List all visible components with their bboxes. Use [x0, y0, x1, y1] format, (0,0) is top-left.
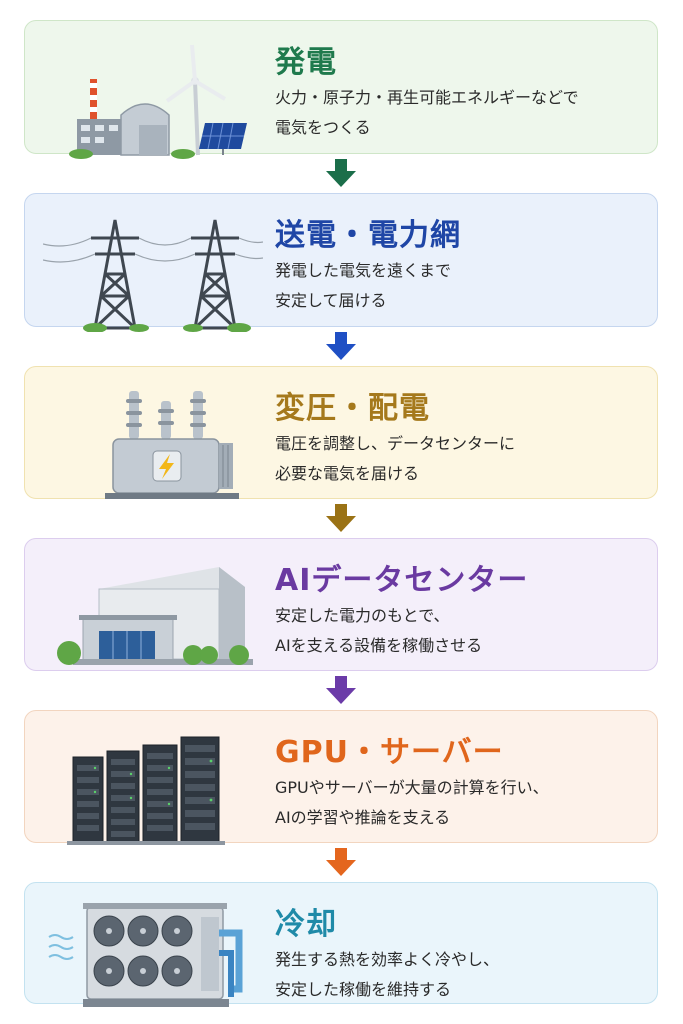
step-description-line-2: 必要な電気を届ける [275, 464, 420, 483]
step-description-line-2: AIの学習や推論を支える [275, 808, 451, 827]
step-title: 送電・電力網 [275, 218, 461, 253]
step-card-generation: 発電 火力・原子力・再生可能エネルギーなどで 電気をつくる [24, 20, 658, 159]
step-title: 冷却 [275, 907, 337, 942]
step-card-cooling: 冷却 発生する熱を効率よく冷やし、 安定した稼働を維持する [24, 882, 658, 1007]
step-title: 発電 [275, 45, 337, 80]
step-description-line-2: 安定した稼働を維持する [275, 980, 452, 999]
step-card-transmission: 送電・電力網 発電した電気を遠くまで 安定して届ける [24, 193, 658, 332]
step-description-line-1: 発電した電気を遠くまで [275, 261, 452, 280]
step-description-line-1: GPUやサーバーが大量の計算を行い、 [275, 778, 549, 797]
server-rack-icon [67, 736, 225, 845]
flow-arrow-2 [326, 332, 356, 360]
transformer-icon [105, 391, 239, 499]
step-description: GPUやサーバーが大量の計算を行い、 AIの学習や推論を支える [275, 773, 549, 833]
transmission-tower-icon [43, 219, 263, 332]
step-description-line-1: 安定した電力のもとで、 [275, 606, 450, 625]
step-description-line-1: 電圧を調整し、データセンターに [275, 434, 516, 453]
step-description: 発生する熱を効率よく冷やし、 安定した稼働を維持する [275, 945, 499, 1005]
step-description-line-2: 電気をつくる [275, 118, 371, 137]
step-title: GPU・サーバー [275, 735, 504, 770]
step-description: 電圧を調整し、データセンターに 必要な電気を届ける [275, 429, 515, 489]
flow-arrow-3 [326, 504, 356, 532]
cooling-unit-icon [48, 903, 243, 1007]
flow-arrow-5 [326, 848, 356, 876]
step-card-datacenter: AIデータセンター 安定した電力のもとで、 AIを支える設備を稼働させる [24, 538, 658, 671]
step-title: 変圧・配電 [275, 391, 430, 426]
step-description-line-2: AIを支える設備を稼働させる [275, 636, 483, 655]
step-description-line-1: 発生する熱を効率よく冷やし、 [275, 950, 500, 969]
data-center-building-icon [57, 567, 253, 665]
step-card-gpu: GPU・サーバー GPUやサーバーが大量の計算を行い、 AIの学習や推論を支える [24, 710, 658, 845]
flow-arrow-1 [326, 159, 356, 187]
step-description-line-1: 火力・原子力・再生可能エネルギーなどで [275, 88, 579, 107]
step-card-substation: 変圧・配電 電圧を調整し、データセンターに 必要な電気を届ける [24, 366, 658, 499]
flow-arrow-4 [326, 676, 356, 704]
step-description: 安定した電力のもとで、 AIを支える設備を稼働させる [275, 601, 482, 661]
step-description-line-2: 安定して届ける [275, 291, 387, 310]
step-title: AIデータセンター [275, 563, 529, 598]
power-plant-icon [69, 44, 247, 159]
step-description: 発電した電気を遠くまで 安定して届ける [275, 256, 451, 316]
step-description: 火力・原子力・再生可能エネルギーなどで 電気をつくる [275, 83, 579, 143]
